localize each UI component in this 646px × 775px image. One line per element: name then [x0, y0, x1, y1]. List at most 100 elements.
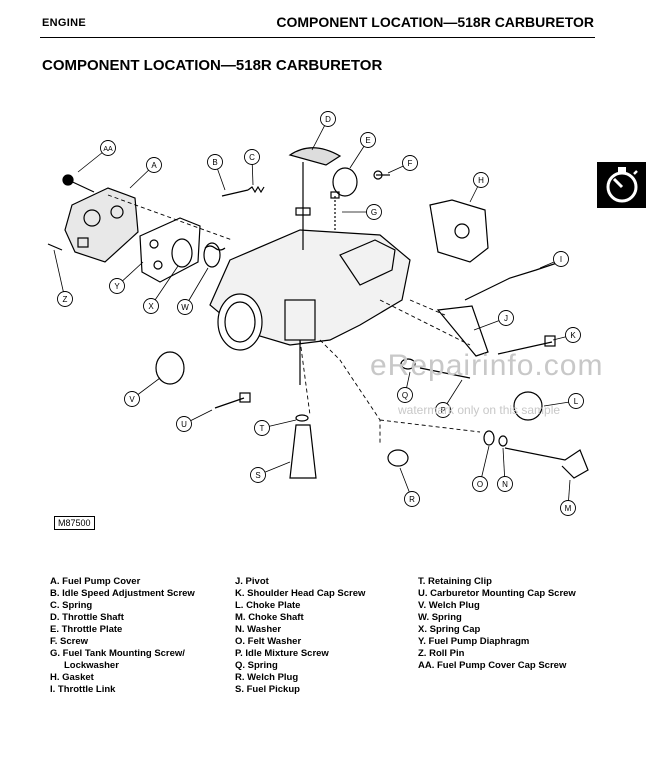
legend-item: U. Carburetor Mounting Cap Screw: [418, 588, 576, 599]
gasket: [429, 199, 489, 263]
callout-circle-o: [472, 476, 488, 492]
callout-circle-n: [497, 476, 513, 492]
callout-circle-j: [498, 310, 514, 326]
legend-item: AA. Fuel Pump Cover Cap Screw: [418, 660, 567, 671]
callout-label-r: R: [409, 495, 415, 504]
legend-item: B. Idle Speed Adjustment Screw: [50, 588, 195, 599]
callout-label-h: H: [478, 176, 484, 185]
callout-label-q: Q: [402, 391, 408, 400]
choke-plate: [513, 391, 543, 421]
callout-leader-z: [53, 249, 66, 300]
callout-circle-x: [143, 298, 159, 314]
spring-cap: [171, 238, 193, 268]
callout-label-y: Y: [114, 282, 120, 291]
legend-item: H. Gasket: [50, 672, 94, 683]
callout-circle-e: [360, 132, 376, 148]
callout-circle-z: [57, 291, 73, 307]
callout-circle-aa: [100, 140, 116, 156]
legend-item: Q. Spring: [235, 660, 278, 671]
callout-circle-y: [109, 278, 125, 294]
callout-circle-c: [244, 149, 260, 165]
callout-label-g: G: [371, 208, 377, 217]
legend-item: Y. Fuel Pump Diaphragm: [418, 636, 530, 647]
legend-item: J. Pivot: [235, 576, 269, 587]
legend-item: Z. Roll Pin: [418, 648, 465, 659]
header-rule: [40, 37, 595, 38]
legend-item: A. Fuel Pump Cover: [50, 576, 141, 587]
legend-item: M. Choke Shaft: [235, 612, 304, 623]
callout-circle-q: [397, 387, 413, 403]
legend-item: G. Fuel Tank Mounting Screw/: [50, 648, 185, 659]
callout-label-d: D: [325, 115, 331, 124]
pivot: [436, 305, 489, 357]
legend-item: I. Throttle Link: [50, 684, 116, 695]
callout-circle-u: [176, 416, 192, 432]
callout-label-b: B: [212, 158, 217, 167]
callout-circle-l: [568, 393, 584, 409]
fuel-pump-diaphragm: [139, 217, 201, 283]
callout-label-i: I: [560, 255, 562, 264]
callout-label-v: V: [129, 395, 135, 404]
section-header: ENGINE: [42, 17, 86, 29]
choke-shaft: [504, 447, 589, 479]
callout-label-z: Z: [63, 295, 68, 304]
legend-item: T. Retaining Clip: [418, 576, 492, 587]
callout-label-n: N: [502, 480, 508, 489]
legend-item: S. Fuel Pickup: [235, 684, 300, 695]
callout-label-c: C: [249, 153, 255, 162]
callout-circle-t: [254, 420, 270, 436]
callout-label-l: L: [574, 397, 579, 406]
welch-plug-v: [155, 351, 185, 385]
callout-leader-x: [150, 265, 179, 307]
fuel-pickup: [289, 424, 317, 479]
callout-label-k: K: [570, 331, 576, 340]
legend-column-3: T. Retaining Clip U. Carburetor Mounting…: [418, 576, 576, 672]
callout-circle-i: [553, 251, 569, 267]
watermark-sub: watermark only on this sample: [398, 403, 561, 417]
figure-id: M87500: [54, 516, 95, 530]
legend-item: E. Throttle Plate: [50, 624, 123, 635]
fuel-pump-cover: [64, 187, 139, 263]
callout-circle-g: [366, 204, 382, 220]
legend-item: X. Spring Cap: [418, 624, 481, 635]
callout-label-x: X: [148, 302, 154, 311]
page-title: COMPONENT LOCATION—518R CARBURETOR: [42, 57, 383, 74]
throttle-shaft: [288, 147, 342, 166]
throttle-plate: [332, 167, 358, 197]
legend-item: C. Spring: [50, 600, 93, 611]
welch-plug-r: [387, 449, 409, 467]
callout-label-o: O: [477, 480, 483, 489]
callout-label-p: P: [440, 406, 445, 415]
legend-item: R. Welch Plug: [235, 672, 299, 683]
section-tab: [597, 162, 646, 208]
callout-circle-f: [402, 155, 418, 171]
callout-circle-s: [250, 467, 266, 483]
callout-circle-h: [473, 172, 489, 188]
callout-circle-v: [124, 391, 140, 407]
legend-item: P. Idle Mixture Screw: [235, 648, 329, 659]
callout-label-f: F: [408, 159, 413, 168]
callout-circle-m: [560, 500, 576, 516]
legend-item: N. Washer: [235, 624, 282, 635]
callout-circle-p: [435, 402, 451, 418]
callout-label-e: E: [365, 136, 370, 145]
legend-item: D. Throttle Shaft: [50, 612, 124, 623]
callout-label-aa: AA: [103, 146, 113, 153]
legend-item: V. Welch Plug: [418, 600, 480, 611]
callout-label-j: J: [504, 314, 508, 323]
legend-item: O. Felt Washer: [235, 636, 302, 647]
running-title: COMPONENT LOCATION—518R CARBURETOR: [276, 14, 594, 30]
callout-label-w: W: [181, 303, 189, 312]
legend-column-2: J. Pivot K. Shoulder Head Cap Screw L. C…: [235, 576, 365, 696]
callout-circle-a: [146, 157, 162, 173]
watermark-main: eRepairinfo.com: [370, 349, 604, 382]
callout-label-a: A: [151, 161, 157, 170]
callout-circle-k: [565, 327, 581, 343]
legend-column-1: A. Fuel Pump Cover B. Idle Speed Adjustm…: [50, 576, 195, 696]
callout-label-s: S: [255, 471, 260, 480]
legend-item: K. Shoulder Head Cap Screw: [235, 588, 366, 599]
spring-w: [203, 242, 221, 268]
callout-label-t: T: [260, 424, 265, 433]
callout-label-m: M: [565, 504, 572, 513]
